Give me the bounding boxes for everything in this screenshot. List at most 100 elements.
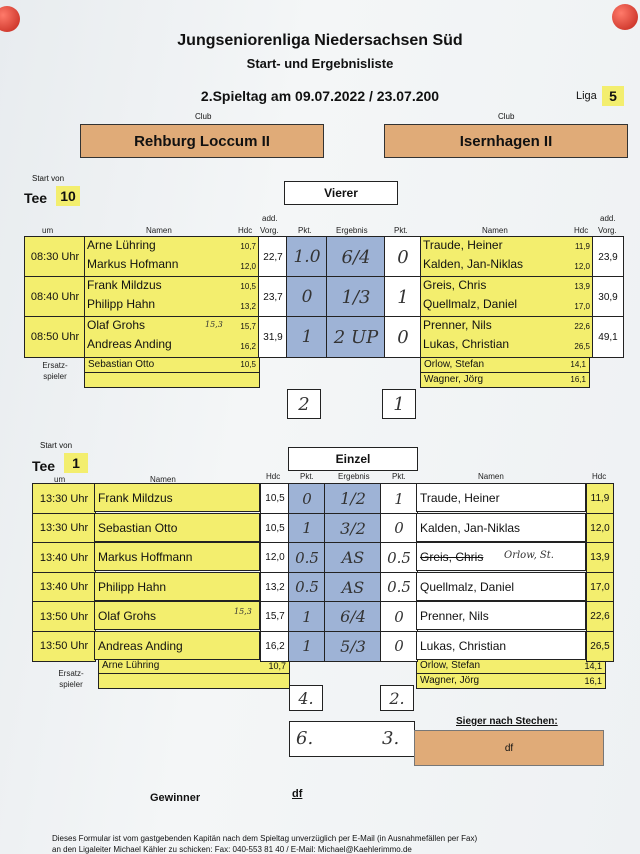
pushpin-left-icon <box>0 6 20 32</box>
vierer-col-pkt-away: Pkt. <box>394 226 408 235</box>
einzel-pkt-home: 1 <box>288 512 326 544</box>
einzel-time: 13:50 Uhr <box>32 630 96 662</box>
vierer-ersatz-away-2: Wagner, Jörg 16,1 <box>420 372 590 388</box>
vierer-away-vorg: 23,9 <box>592 236 624 278</box>
vierer-total-away: 1 <box>382 389 416 419</box>
einzel-col-namen-away: Namen <box>478 472 504 481</box>
liga-label: Liga <box>576 90 597 102</box>
vierer-away-player2: Quellmalz, Daniel <box>423 297 518 311</box>
vierer-away-names <box>420 236 594 278</box>
einzel-home-name: Andreas Anding <box>94 630 260 660</box>
vierer-col-add-away: add. <box>600 214 616 223</box>
vierer-col-add: add. <box>262 214 278 223</box>
page-subtitle: Start- und Ergebnisliste <box>246 56 394 71</box>
einzel-home-name: Markus Hoffmann <box>94 542 260 571</box>
einzel-hdc-note: 15,3 <box>234 607 252 616</box>
einzel-start-von: Start von <box>40 441 73 450</box>
grand-total-away: 3. <box>382 728 400 749</box>
vierer-col-ergebnis: Ergebnis <box>336 226 368 235</box>
einzel-ersatz-label-line1: Ersatz- <box>58 669 84 678</box>
vierer-home-hdc2: 13,2 <box>240 302 256 311</box>
vierer-home-names <box>84 316 260 358</box>
ersatz-label-line2: spieler <box>43 372 67 381</box>
einzel-away-hdc: 12,0 <box>586 512 614 544</box>
vierer-total-home: 2 <box>287 389 321 419</box>
einzel-col-pkt-home: Pkt. <box>300 472 314 481</box>
einzel-away-hdc: 26,5 <box>586 630 614 662</box>
vierer-ersatz-away-1-hdc: 14,1 <box>570 360 586 369</box>
einzel-col-namen: Namen <box>150 475 176 484</box>
vierer-col-um: um <box>42 226 54 235</box>
page-title: Jungseniorenliga Niedersachsen Süd <box>177 32 463 49</box>
home-club: Rehburg Loccum II <box>80 124 324 158</box>
vierer-tee-value: 10 <box>56 186 80 206</box>
vierer-home-player1: Olaf Grohs <box>87 318 146 332</box>
einzel-time: 13:30 Uhr <box>32 483 96 514</box>
einzel-ersatz-away-1-hdc: 14,1 <box>584 661 602 671</box>
einzel-away-note: Orlow, St. <box>504 550 554 561</box>
vierer-away-player2: Kalden, Jan-Niklas <box>423 257 524 271</box>
einzel-pkt-away: 0.5 <box>380 571 418 603</box>
einzel-ersatz-home-hdc: 10,7 <box>268 661 286 671</box>
einzel-col-pkt-away: Pkt. <box>392 472 406 481</box>
vierer-home-hdc2: 12,0 <box>240 262 256 271</box>
grand-total-home: 6. <box>296 728 314 749</box>
einzel-ergebnis: 6/4 <box>324 601 382 632</box>
vierer-home-player2: Andreas Anding <box>87 337 172 351</box>
einzel-total-away: 2. <box>380 685 414 711</box>
vierer-ergebnis: 2 UP <box>326 316 386 358</box>
vierer-pkt-home: 1 <box>286 316 328 358</box>
vierer-home-hdc1: 10,5 <box>240 282 256 291</box>
einzel-home-name: Sebastian Otto <box>94 512 260 542</box>
vierer-pkt-home: 0 <box>286 276 328 318</box>
einzel-away-name: Quellmalz, Daniel <box>416 571 586 601</box>
vierer-away-vorg: 49,1 <box>592 316 624 358</box>
club-label-home: Club <box>195 112 212 121</box>
vierer-pkt-away: 0 <box>384 236 422 278</box>
grand-total-box <box>289 721 415 757</box>
einzel-ergebnis: 1/2 <box>324 483 382 514</box>
vierer-col-hdc: Hdc <box>238 226 253 235</box>
einzel-ersatz-label-line2: spieler <box>59 680 83 689</box>
einzel-total-home: 4. <box>289 685 323 711</box>
einzel-hdc: 16,2 <box>260 630 290 662</box>
einzel-away-hdc: 11,9 <box>586 483 614 514</box>
einzel-pkt-away: 0 <box>380 512 418 544</box>
vierer-pkt-home: 1.0 <box>286 236 328 278</box>
vierer-away-vorg: 30,9 <box>592 276 624 318</box>
vierer-away-hdc1: 13,9 <box>574 282 590 291</box>
vierer-col-vorg-away: Vorg. <box>598 226 617 235</box>
vierer-col-namen-away: Namen <box>482 226 508 235</box>
einzel-ersatz-home-name: Arne Lühring <box>102 660 160 671</box>
einzel-col-hdc: Hdc <box>266 472 281 481</box>
einzel-ergebnis: 5/3 <box>324 630 382 662</box>
vierer-vorg: 23,7 <box>258 276 288 318</box>
einzel-time: 13:30 Uhr <box>32 512 96 544</box>
einzel-pkt-home: 0.5 <box>288 571 326 603</box>
einzel-ergebnis: 3/2 <box>324 512 382 544</box>
vierer-home-player2: Philipp Hahn <box>87 297 156 311</box>
vierer-ersatz-home-empty <box>84 372 260 388</box>
einzel-away-name: Traude, Heiner <box>416 483 586 512</box>
vierer-away-player1: Traude, Heiner <box>423 238 503 252</box>
vierer-away-player1: Prenner, Nils <box>423 318 492 332</box>
vierer-col-vorg: Vorg. <box>260 226 279 235</box>
vierer-start-von: Start von <box>32 174 65 183</box>
einzel-time: 13:50 Uhr <box>32 601 96 632</box>
vierer-col-namen: Namen <box>146 226 172 235</box>
vierer-away-hdc1: 22,6 <box>574 322 590 331</box>
einzel-ersatz-away-1-name: Orlow, Stefan <box>420 660 481 671</box>
einzel-ergebnis: AS <box>324 571 382 603</box>
vierer-home-player1: Frank Mildzus <box>87 278 162 292</box>
vierer-tee-label: Tee <box>24 190 48 206</box>
ersatz-label-line1: Ersatz- <box>42 361 68 370</box>
einzel-col-um: um <box>54 475 66 484</box>
footer-note-2: an den Ligaleiter Michael Kähler zu schi… <box>52 845 412 854</box>
vierer-ersatz-away-2-hdc: 16,1 <box>570 375 586 384</box>
einzel-hdc: 13,2 <box>260 571 290 603</box>
einzel-col-ergebnis: Ergebnis <box>338 472 370 481</box>
vierer-ersatz-home-hdc: 10,5 <box>240 360 256 369</box>
einzel-ersatz-label: Ersatz- spieler <box>46 668 96 690</box>
club-label-away: Club <box>498 112 515 121</box>
